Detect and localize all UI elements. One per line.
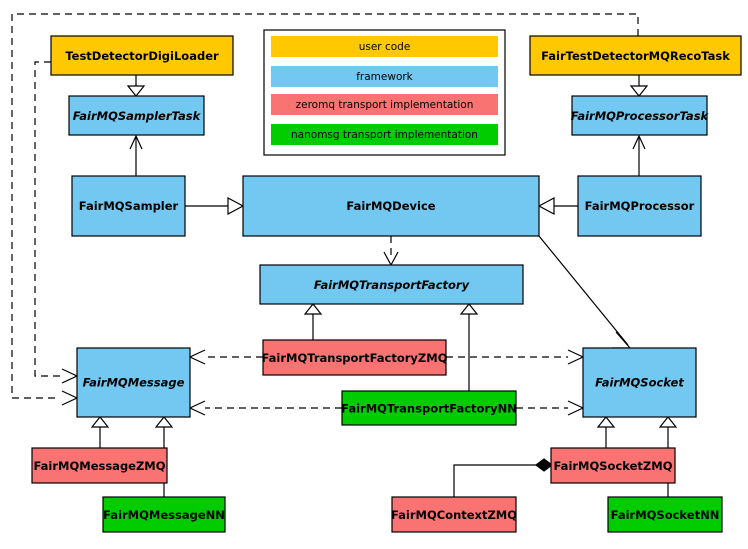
node-rect-fairmqtransportfactorynn[interactable]: [341, 390, 517, 426]
node-rect-fairtestdetectormqrecotask[interactable]: [529, 35, 742, 76]
arrowhead-sampler-to-device: [227, 197, 245, 215]
node-fairmqdevice[interactable]: FairMQDevice: [242, 175, 540, 237]
legend-swatch-nanomsg: [271, 124, 498, 145]
legend-swatch-zeromq: [271, 94, 498, 115]
node-label-fairmqtransportfactoryzmq: FairMQTransportFactoryZMQ: [261, 351, 447, 365]
node-label-fairmqsocketzmq: FairMQSocketZMQ: [554, 459, 673, 473]
edge-recotask-to-message: [11, 13, 639, 399]
node-rect-fairmqdevice[interactable]: [242, 175, 540, 237]
node-fairmqprocessortask[interactable]: FairMQProcessorTask: [571, 95, 710, 136]
node-label-fairmqtransportfactorynn: FairMQTransportFactoryNN: [341, 402, 517, 416]
legend-label-user-code: user code: [359, 41, 411, 53]
node-label-testdetectordigiloader: TestDetectorDigiLoader: [65, 49, 219, 63]
arrowhead-device-to-socket: [612, 331, 632, 349]
arrowhead-socketnn-to-socket: [658, 416, 678, 428]
node-rect-fairmqmessagenn[interactable]: [102, 496, 226, 533]
node-rect-fairmqtransportfactoryzmq[interactable]: [262, 339, 447, 376]
node-fairtestdetectormqrecotask[interactable]: FairTestDetectorMQRecoTask: [529, 35, 742, 76]
node-rect-fairmqsocketnn[interactable]: [607, 496, 723, 533]
node-label-fairmqsamplertask: FairMQSamplerTask: [73, 109, 202, 123]
node-rect-fairmqcontextzmq[interactable]: [391, 496, 517, 533]
node-label-fairmqsocketnn: FairMQSocketNN: [611, 508, 720, 522]
node-label-fairmqsampler: FairMQSampler: [79, 199, 179, 213]
node-fairmqtransportfactoryzmq[interactable]: FairMQTransportFactoryZMQ: [261, 339, 448, 376]
legend-swatch-user-code: [271, 36, 498, 57]
node-fairmqcontextzmq[interactable]: FairMQContextZMQ: [391, 496, 517, 533]
arrowhead-messagenn-to-message: [154, 416, 174, 428]
node-fairmqsocketzmq[interactable]: FairMQSocketZMQ: [550, 447, 676, 484]
legend-label-zeromq: zeromq transport implementation: [296, 99, 474, 111]
node-fairmqsamplertask[interactable]: FairMQSamplerTask: [68, 95, 205, 136]
node-label-fairmqtransportfactory: FairMQTransportFactory: [314, 278, 470, 292]
node-fairmqmessagenn[interactable]: FairMQMessageNN: [102, 496, 226, 533]
node-fairmqsocket[interactable]: FairMQSocket: [582, 347, 697, 418]
node-label-fairmqmessagenn: FairMQMessageNN: [103, 508, 225, 522]
node-rect-fairmqsampler[interactable]: [71, 175, 186, 237]
node-fairmqmessagezmq[interactable]: FairMQMessageZMQ: [31, 447, 168, 484]
node-label-fairmqdevice: FairMQDevice: [346, 199, 435, 213]
node-fairmqprocessor[interactable]: FairMQProcessor: [577, 175, 702, 237]
arrowhead-sampler-to-samplertask: [129, 134, 143, 150]
node-label-fairtestdetectormqrecotask: FairTestDetectorMQRecoTask: [541, 49, 730, 63]
edge-device-to-socket: [538, 235, 629, 346]
node-label-fairmqprocessor: FairMQProcessor: [585, 199, 695, 213]
node-rect-testdetectordigiloader[interactable]: [50, 35, 234, 76]
legend-swatch-framework: [271, 66, 498, 87]
node-label-fairmqprocessortask: FairMQProcessorTask: [571, 109, 710, 123]
node-layer: TestDetectorDigiLoader FairMQSamplerTask…: [31, 35, 742, 533]
edge-digiloader-to-message: [34, 61, 60, 377]
legend-item-nanomsg: nanomsg transport implementation: [271, 124, 498, 145]
node-label-fairmqmessage: FairMQMessage: [83, 376, 185, 390]
node-rect-fairmqsocketzmq[interactable]: [550, 447, 676, 484]
node-fairmqsampler[interactable]: FairMQSampler: [71, 175, 186, 237]
diamond-contextzmq-to-socketzmq: [535, 458, 553, 472]
legend-label-nanomsg: nanomsg transport implementation: [291, 129, 478, 141]
node-rect-fairmqmessage[interactable]: [76, 347, 191, 418]
node-rect-fairmqprocessor[interactable]: [577, 175, 702, 237]
arrowhead-tfzmq-to-socket: [567, 349, 585, 365]
node-testdetectordigiloader[interactable]: TestDetectorDigiLoader: [50, 35, 234, 76]
arrowhead-messagezmq-to-message: [90, 416, 110, 428]
arrowhead-tfzmq-to-transportfactory: [303, 303, 323, 315]
legend-item-user-code: user code: [271, 36, 498, 57]
node-fairmqtransportfactorynn[interactable]: FairMQTransportFactoryNN: [341, 390, 517, 426]
arrowhead-recotask-to-message: [61, 390, 79, 406]
arrowhead-digiloader-to-samplertask: [126, 85, 146, 97]
arrowhead-tfnn-to-socket: [567, 400, 585, 416]
arrowhead-tfnn-to-message: [188, 400, 206, 416]
legend-label-framework: framework: [356, 71, 413, 83]
node-rect-fairmqprocessortask[interactable]: [571, 95, 708, 136]
node-fairmqmessage[interactable]: FairMQMessage: [76, 347, 191, 418]
arrowhead-socketzmq-to-socket: [596, 416, 616, 428]
arrowhead-processor-to-device: [537, 197, 555, 215]
node-rect-fairmqmessagezmq[interactable]: [31, 447, 168, 484]
legend-item-zeromq: zeromq transport implementation: [271, 94, 498, 115]
edge-contextzmq-to-socketzmq: [453, 464, 536, 497]
node-rect-fairmqtransportfactory[interactable]: [259, 264, 524, 305]
legend: user code framework zeromq transport imp…: [263, 29, 506, 156]
node-rect-fairmqsamplertask[interactable]: [68, 95, 205, 136]
arrowhead-tfnn-to-transportfactory: [459, 303, 479, 315]
node-rect-fairmqsocket[interactable]: [582, 347, 697, 418]
node-fairmqsocketnn[interactable]: FairMQSocketNN: [607, 496, 723, 533]
arrowhead-processor-to-processortask: [632, 134, 646, 150]
node-label-fairmqsocket: FairMQSocket: [595, 376, 684, 390]
arrowhead-digiloader-to-message: [61, 368, 79, 384]
legend-item-framework: framework: [271, 66, 498, 87]
node-label-fairmqmessagezmq: FairMQMessageZMQ: [33, 459, 165, 473]
node-fairmqtransportfactory[interactable]: FairMQTransportFactory: [259, 264, 524, 305]
arrowhead-recotask-to-processortask: [629, 85, 649, 97]
node-label-fairmqcontextzmq: FairMQContextZMQ: [391, 508, 517, 522]
arrowhead-tfzmq-to-message: [188, 349, 206, 365]
